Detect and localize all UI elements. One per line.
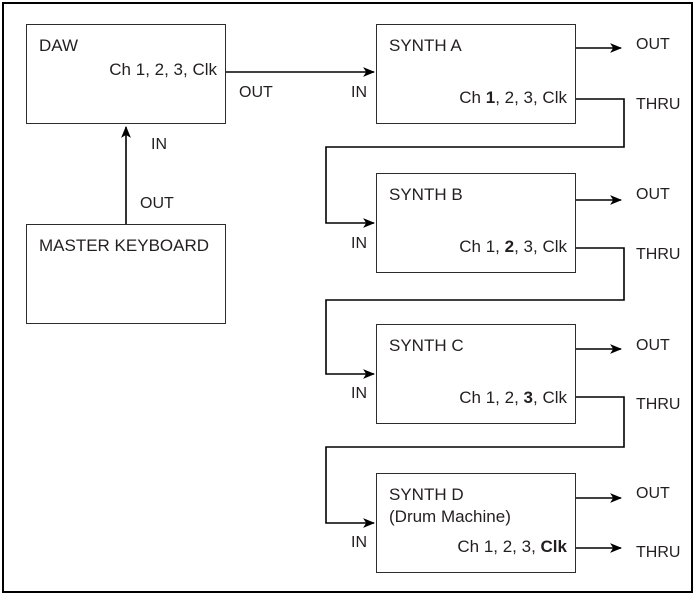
channels-text: Ch [459, 88, 486, 107]
channels-text: , Clk [533, 388, 567, 407]
label-synth-c-in-port: IN [351, 385, 367, 402]
channels-bold: Clk [540, 537, 567, 556]
node-daw-channels: Ch 1, 2, 3, Clk [109, 60, 217, 80]
edge-synth-b-thru-to-synth-c [325, 247, 625, 379]
node-master-keyboard: MASTER KEYBOARD [26, 224, 226, 324]
label-synth-a-out-port: OUT [636, 36, 670, 53]
channels-bold: 3 [523, 388, 533, 407]
channels-bold: 2 [504, 237, 515, 256]
node-synth-d: SYNTH D (Drum Machine) Ch 1, 2, 3, Clk [376, 473, 576, 573]
node-daw-title: DAW [39, 36, 79, 55]
node-synth-c-title: SYNTH C [389, 336, 464, 355]
node-synth-a-title: SYNTH A [389, 36, 462, 55]
channels-text: Ch 1, 2, 3, [457, 537, 541, 556]
node-synth-b: SYNTH B Ch 1, 2, 3, Clk [376, 173, 576, 273]
channels-text: Ch 1, 2, [459, 388, 524, 407]
channels-bold: 1 [485, 88, 496, 107]
node-master-keyboard-title: MASTER KEYBOARD [39, 236, 210, 255]
label-daw-out-port: OUT [239, 84, 273, 101]
channels-text: , 2, 3, Clk [495, 88, 567, 107]
edge-synth-a-thru-to-synth-b [325, 98, 625, 228]
node-synth-a-channels: Ch 1, 2, 3, Clk [459, 88, 567, 108]
label-synth-a-thru-port: THRU [636, 96, 681, 113]
label-synth-d-in-port: IN [351, 534, 367, 551]
node-synth-b-channels: Ch 1, 2, 3, Clk [459, 237, 567, 257]
node-daw: DAW Ch 1, 2, 3, Clk [26, 24, 226, 124]
label-master-keyboard-out-port: OUT [140, 195, 174, 212]
channels-text: , 3, Clk [514, 237, 567, 256]
node-synth-c: SYNTH C Ch 1, 2, 3, Clk [376, 324, 576, 424]
label-synth-d-out-port: OUT [636, 485, 670, 502]
node-synth-d-channels: Ch 1, 2, 3, Clk [457, 537, 567, 557]
label-synth-d-thru-port: THRU [636, 544, 681, 561]
node-synth-a: SYNTH A Ch 1, 2, 3, Clk [376, 24, 576, 124]
label-synth-b-out-port: OUT [636, 186, 670, 203]
node-synth-c-channels: Ch 1, 2, 3, Clk [459, 388, 567, 408]
node-synth-b-title: SYNTH B [389, 185, 463, 204]
label-synth-b-thru-port: THRU [636, 246, 681, 263]
channels-text: Ch 1, [459, 237, 505, 256]
outer-border [2, 2, 693, 593]
channels-text: Ch 1, 2, 3, Clk [109, 60, 217, 79]
label-synth-c-out-port: OUT [636, 337, 670, 354]
label-synth-c-thru-port: THRU [636, 396, 681, 413]
node-synth-d-subtitle: (Drum Machine) [389, 507, 511, 526]
edge-synth-c-thru-to-synth-d [325, 396, 625, 528]
label-synth-b-in-port: IN [351, 235, 367, 252]
label-synth-a-in-port: IN [351, 84, 367, 101]
node-synth-d-title: SYNTH D [389, 485, 464, 504]
label-daw-in-port: IN [151, 136, 167, 153]
